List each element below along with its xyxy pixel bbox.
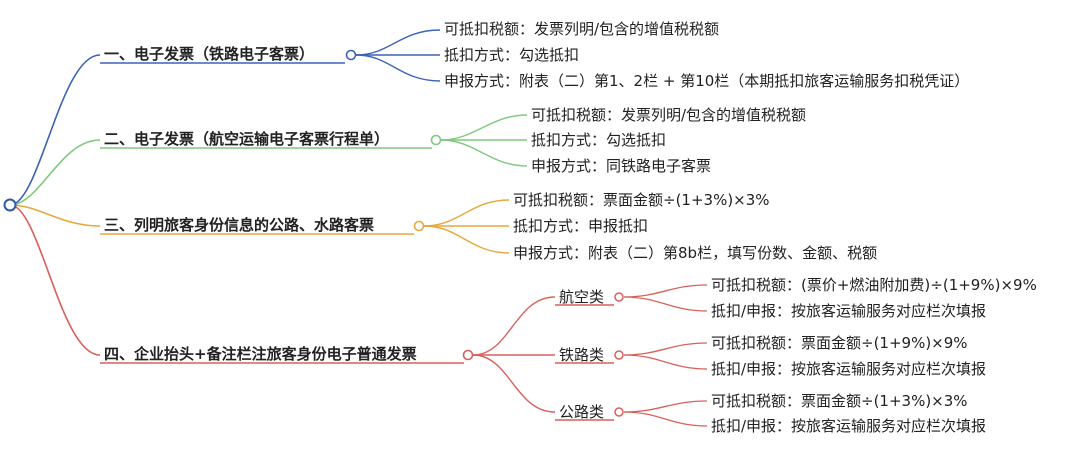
s2-leaf-link-2	[623, 354, 708, 370]
sub-3-leaf: 可抵扣税额：票面金额÷(1+3%)×3%	[711, 392, 968, 410]
sub-3-knob	[614, 407, 624, 417]
sub-label-aviation: 航空类	[559, 288, 605, 306]
sub-2-leaf: 可抵扣税额：票面金额÷(1+9%)×9%	[711, 334, 968, 352]
branch-3-leaf: 抵扣方式：申报抵扣	[513, 217, 649, 235]
sub-1-leaf: 抵扣/申报：按旅客运输服务对应栏次填报	[711, 302, 987, 320]
branch-2-label: 二、电子发票（航空运输电子客票行程单）	[104, 130, 390, 148]
b3-leaf-link-1	[423, 199, 510, 227]
b2-leaf-link-3	[440, 139, 528, 167]
s1-leaf-link-1	[623, 284, 708, 298]
branch-2-knob	[430, 134, 442, 146]
b1-leaf-link-3	[355, 54, 441, 82]
sub-2-knob	[614, 350, 624, 360]
branch-1-knob	[345, 49, 357, 61]
branch-1-leaf: 抵扣方式：勾选抵扣	[444, 46, 580, 64]
s3-leaf-link-2	[623, 411, 708, 427]
b4-sub-link-3	[472, 354, 556, 413]
s3-leaf-link-1	[623, 400, 708, 413]
sub-1-leaf: 可抵扣税额：(票价+燃油附加费)÷(1+9%)×9%	[711, 276, 1037, 294]
root-node	[3, 198, 17, 212]
root-link-2	[9, 139, 101, 206]
branch-1-label: 一、电子发票（铁路电子客票）	[104, 45, 315, 63]
sub-3-leaf: 抵扣/申报：按旅客运输服务对应栏次填报	[711, 417, 987, 435]
branch-4-label: 四、企业抬头+备注栏注旅客身份电子普通发票	[104, 345, 417, 363]
s2-leaf-link-1	[623, 342, 708, 356]
branch-3-leaf: 可抵扣税额：票面金额÷(1+3%)×3%	[513, 191, 770, 209]
branch-3-label: 三、列明旅客身份信息的公路、水路客票	[104, 216, 375, 234]
root-link-1	[9, 54, 101, 206]
branch-2-leaf: 抵扣方式：勾选抵扣	[531, 131, 667, 149]
sub-1-knob	[614, 292, 624, 302]
b1-leaf-link-1	[355, 29, 441, 56]
branch-2-leaf: 申报方式：同铁路电子客票	[531, 157, 712, 175]
branch-1-leaf: 可抵扣税额：发票列明/包含的增值税税额	[444, 20, 720, 38]
branch-3-leaf: 申报方式：附表（二）第8b栏，填写份数、金额、税额	[513, 244, 878, 262]
branch-3-knob	[413, 220, 425, 232]
b3-leaf-link-3	[423, 225, 510, 254]
sub-2-leaf: 抵扣/申报：按旅客运输服务对应栏次填报	[711, 360, 987, 378]
branch-2-leaf: 可抵扣税额：发票列明/包含的增值税税额	[531, 106, 807, 124]
b4-sub-link-1	[472, 296, 556, 356]
root-link-3	[9, 204, 101, 227]
sub-label-railway: 铁路类	[559, 346, 605, 364]
root-link-4	[9, 204, 101, 356]
b2-leaf-link-1	[440, 114, 528, 141]
sub-label-highway: 公路类	[559, 403, 605, 421]
s1-leaf-link-2	[623, 296, 708, 312]
branch-1-leaf: 申报方式：附表（二）第1、2栏 + 第10栏（本期抵扣旅客运输服务扣税凭证）	[444, 72, 970, 90]
branch-4-knob	[462, 349, 474, 361]
